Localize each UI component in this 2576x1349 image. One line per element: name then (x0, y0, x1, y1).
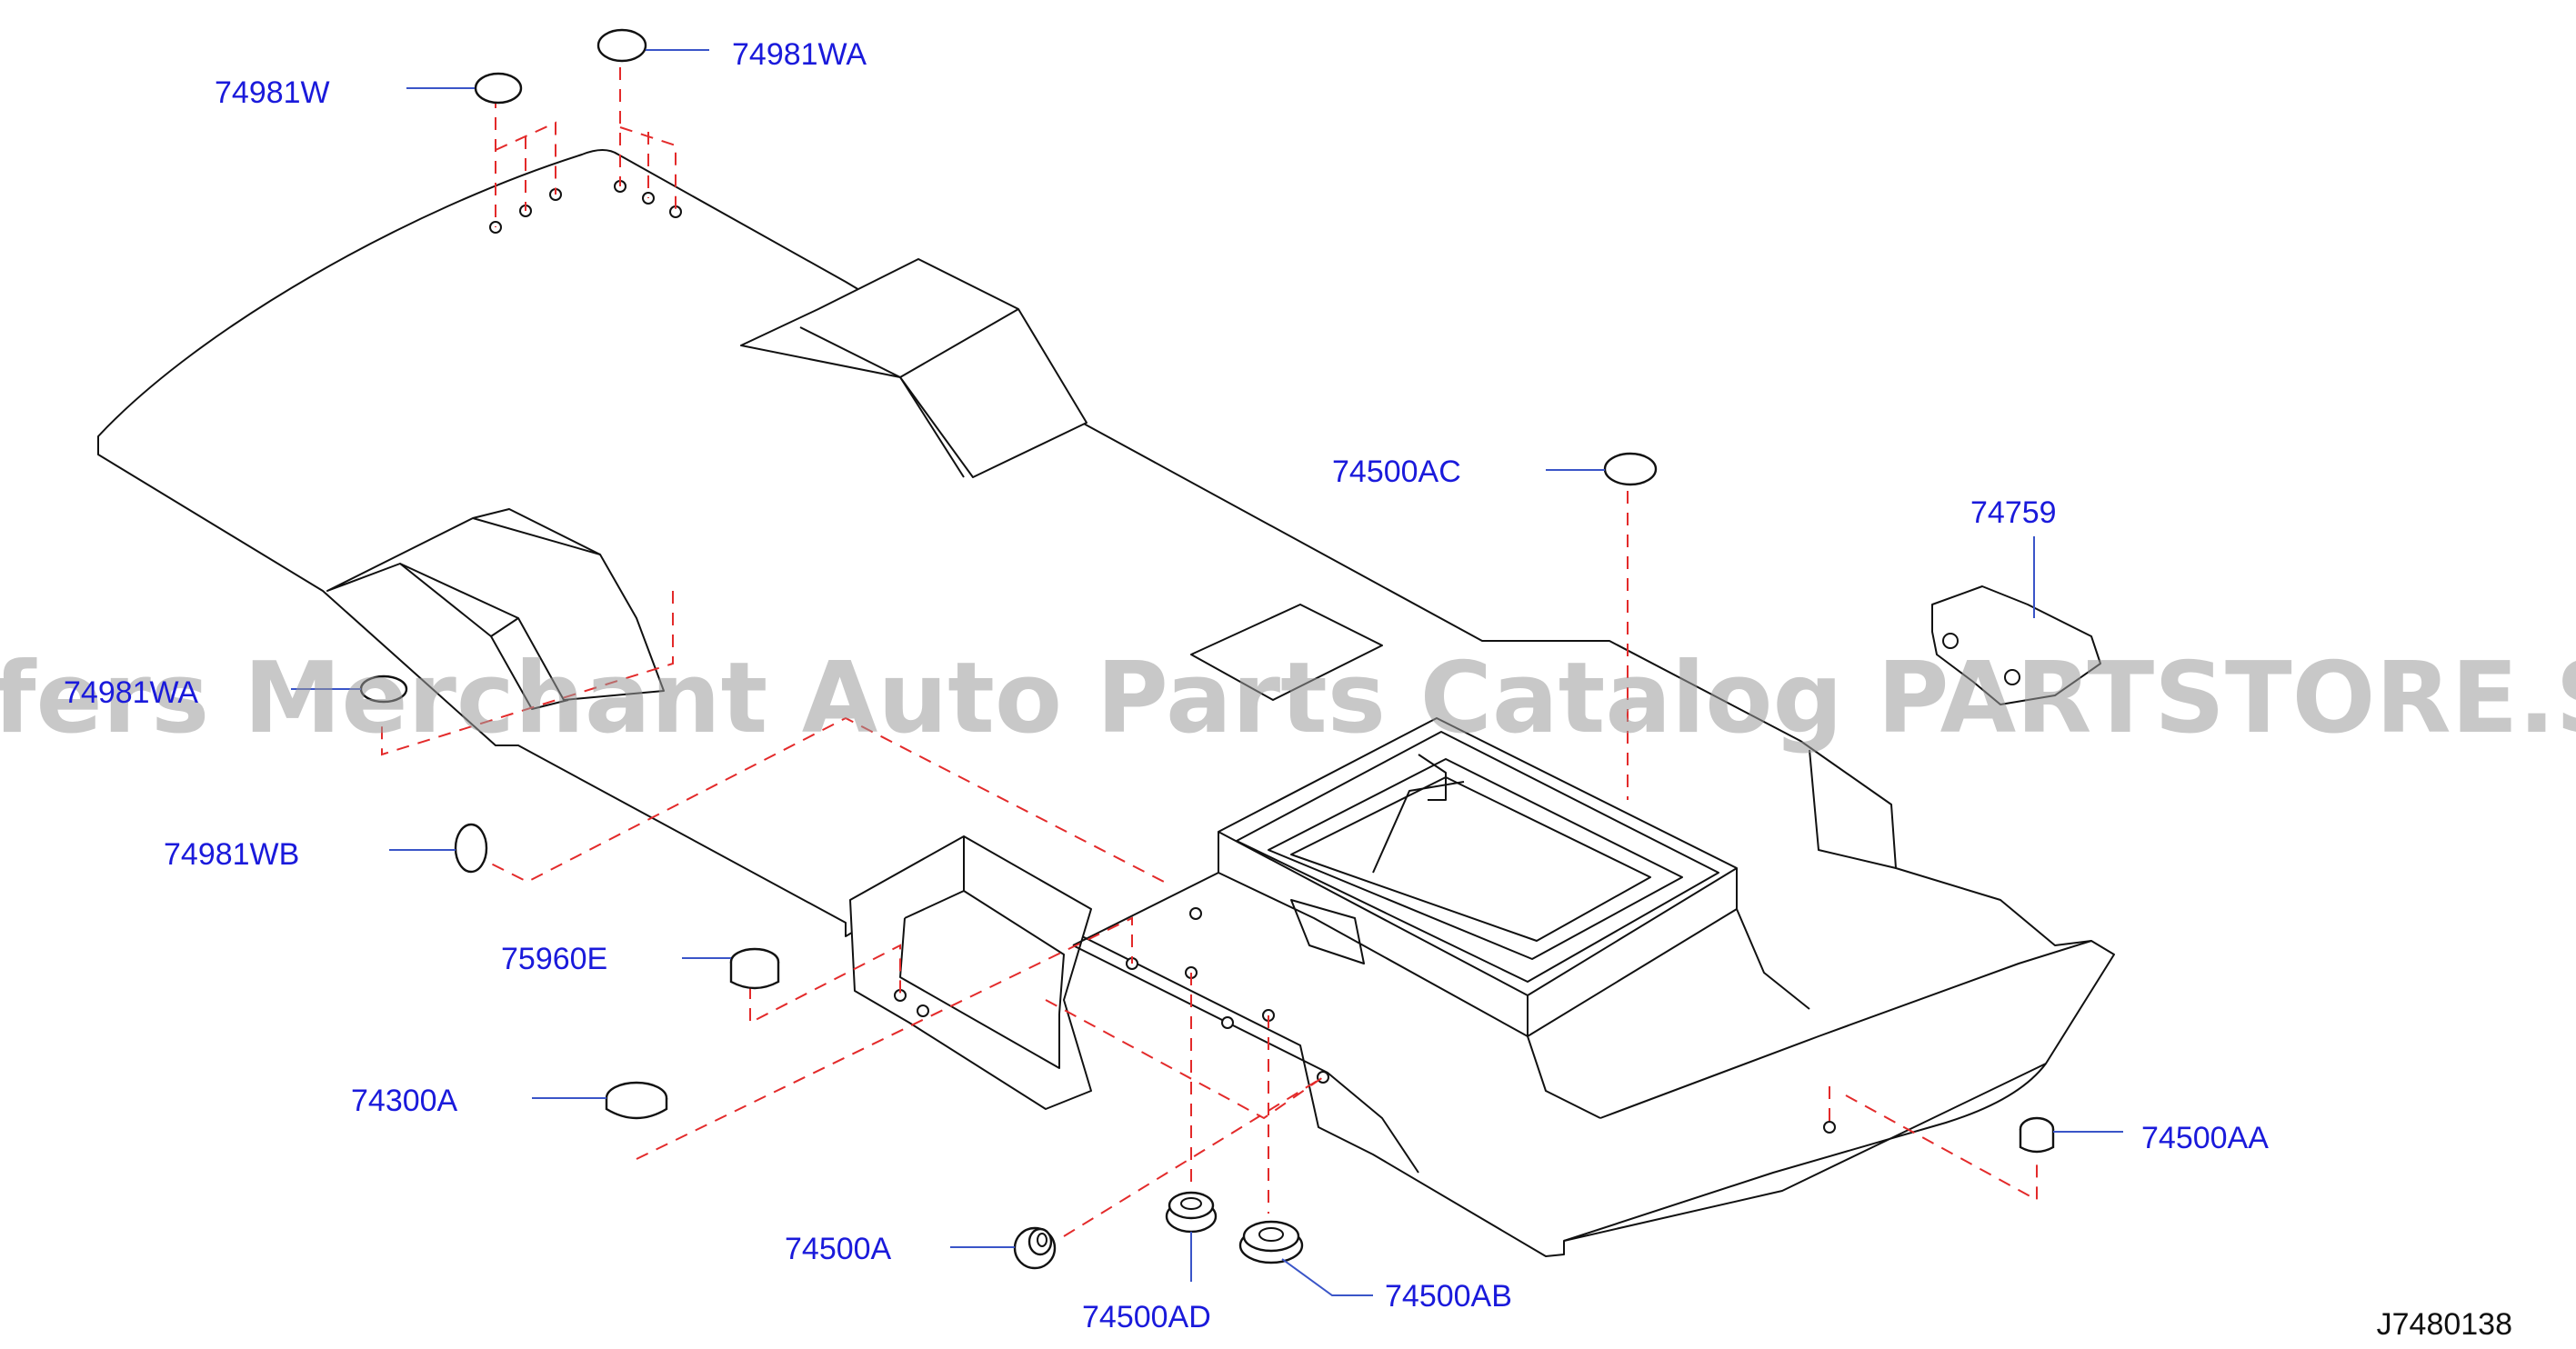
floor-carpet (97, 149, 2115, 1257)
parts (359, 28, 2055, 1270)
hole (1189, 907, 1202, 920)
dash-line (495, 95, 556, 227)
label-74500ad[interactable]: 74500AD (1082, 1300, 1211, 1334)
bracket-outline (1931, 585, 2101, 705)
plug-74981w-icon (474, 72, 523, 105)
clip-74500aa-icon (2019, 1116, 2055, 1154)
bracket-74759 (1931, 585, 2101, 705)
carpet-right-edge (1563, 749, 2092, 1242)
dash-line (1063, 1076, 1324, 1237)
rear-hump-center-face (799, 308, 1019, 478)
rear-hump-left-face (399, 517, 601, 710)
hole (917, 1004, 929, 1017)
console-base (1072, 872, 1810, 1174)
grommet-74500ad-icon (1165, 1191, 1218, 1234)
plug-74300a-icon (605, 1081, 668, 1120)
hole (1221, 1016, 1234, 1029)
bracket-hole (2004, 669, 2020, 685)
bracket-hole (1942, 633, 1959, 649)
label-74500ab[interactable]: 74500AB (1385, 1279, 1512, 1314)
rear-hump-center (740, 258, 1088, 478)
clip-75960e-icon (729, 947, 780, 990)
hole (1317, 1071, 1329, 1084)
label-74759[interactable]: 74759 (1970, 495, 2057, 530)
rear-hump-left (326, 508, 665, 701)
label-74981wa-left[interactable]: 74981WA (64, 675, 198, 710)
label-74500aa[interactable]: 74500AA (2141, 1121, 2269, 1155)
dash-line (636, 916, 1133, 1160)
front-tunnel-box (849, 835, 1092, 1110)
watermark: Offers Merchant Auto Parts Catalog PARTS… (0, 642, 2576, 755)
leader-line (1281, 1258, 1373, 1296)
grommet-74500ab-icon (1238, 1220, 1304, 1264)
label-74981wb[interactable]: 74981WB (164, 837, 299, 872)
part-labels: 74981W 74981WA 74981WA 74981WB 75960E 74… (64, 37, 2269, 1334)
label-74981wa-top[interactable]: 74981WA (732, 37, 867, 72)
label-74500ac[interactable]: 74500AC (1332, 455, 1461, 489)
dash-line (472, 716, 1165, 884)
dash-line (1045, 999, 1324, 1120)
console-side-walls (1218, 754, 1738, 1037)
plug-74981wa-top-icon (596, 28, 647, 63)
leader-lines (291, 49, 2123, 1296)
label-74500a[interactable]: 74500A (785, 1232, 892, 1266)
assembly-dashes (381, 45, 2038, 1237)
label-74300a[interactable]: 74300A (351, 1084, 458, 1118)
front-tunnel-box-face (899, 836, 1065, 1069)
dash-line (619, 45, 677, 212)
dash-line (749, 944, 901, 1024)
label-75960e[interactable]: 75960E (501, 942, 607, 976)
plug-74981wb-icon (454, 823, 488, 874)
clip-74500a-icon (1013, 1226, 1057, 1270)
console-frame-mid (1236, 731, 1719, 983)
dash-line (1829, 1086, 2038, 1202)
dash-line (381, 591, 674, 756)
hole (1823, 1121, 1836, 1134)
plug-74500ac-icon (1603, 452, 1658, 486)
center-pad (1190, 604, 1383, 701)
console-opening (1290, 776, 1651, 942)
diagram-code: J7480138 (2377, 1307, 2512, 1342)
console-frame-inner (1268, 758, 1683, 960)
label-74981w[interactable]: 74981W (215, 75, 330, 110)
